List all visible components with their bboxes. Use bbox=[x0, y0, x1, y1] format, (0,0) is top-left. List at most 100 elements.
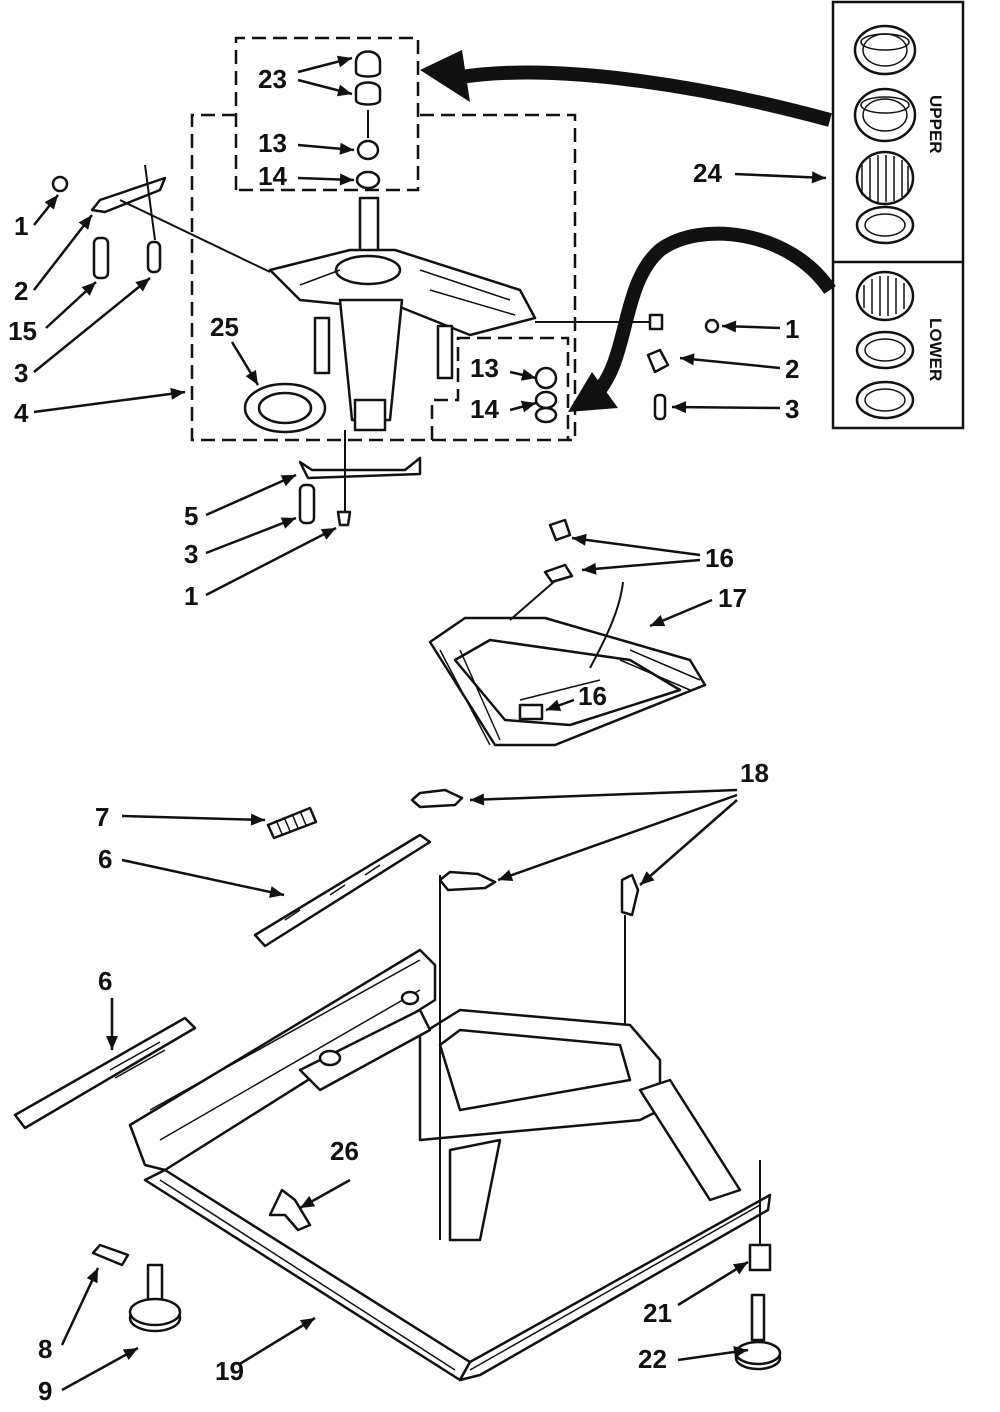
clips-18 bbox=[410, 788, 640, 917]
rail-6-lower bbox=[13, 1016, 197, 1130]
leader-arrowhead bbox=[732, 1262, 748, 1275]
lower-bearings bbox=[534, 366, 558, 424]
lower-kit-label: LOWER bbox=[926, 318, 945, 381]
callout-16-top: 16 bbox=[705, 543, 734, 573]
leader-arrowhead bbox=[135, 278, 150, 292]
callout-14-lower: 14 bbox=[470, 394, 499, 424]
leader-arrowhead bbox=[640, 871, 655, 885]
callout-3-right: 3 bbox=[785, 394, 799, 424]
callout-13-upper: 13 bbox=[258, 128, 287, 158]
leader-arrowhead bbox=[650, 615, 666, 627]
upper-bearing-inset bbox=[234, 36, 420, 192]
leader-arrowhead bbox=[280, 475, 296, 487]
callout-16-bottom: 16 bbox=[578, 681, 607, 711]
callout-15: 15 bbox=[8, 316, 37, 346]
leader-arrowhead bbox=[299, 1318, 315, 1331]
callout-25: 25 bbox=[210, 312, 239, 342]
upper-kit-rings bbox=[853, 24, 917, 245]
leader-arrowhead bbox=[81, 282, 96, 296]
base-frame-19 bbox=[128, 875, 772, 1382]
leader-line bbox=[581, 558, 701, 572]
callout-leaders bbox=[33, 55, 827, 1392]
leader-line bbox=[205, 473, 297, 517]
callout-24: 24 bbox=[693, 158, 722, 188]
leader-line bbox=[33, 214, 93, 291]
leader-arrowhead bbox=[582, 562, 597, 575]
leader-arrowhead bbox=[339, 173, 354, 186]
leader-arrowhead bbox=[300, 1195, 316, 1208]
callout-2-right: 2 bbox=[785, 354, 799, 384]
callout-9: 9 bbox=[38, 1376, 52, 1406]
callout-1-left: 1 bbox=[14, 211, 28, 241]
callout-14-upper: 14 bbox=[258, 161, 287, 191]
leader-arrowhead bbox=[336, 84, 352, 97]
leveling-leg-right bbox=[734, 1160, 782, 1371]
mounting-bracket-17 bbox=[428, 518, 707, 747]
leader-line bbox=[205, 516, 297, 555]
clip-26 bbox=[268, 1188, 312, 1232]
leader-arrowhead bbox=[680, 353, 695, 366]
leader-line bbox=[679, 356, 781, 370]
callout-6-upper: 6 bbox=[98, 844, 112, 874]
callout-1-bottom: 1 bbox=[184, 581, 198, 611]
gearcase-inset bbox=[190, 113, 577, 442]
leader-arrowhead bbox=[811, 171, 826, 184]
leader-line bbox=[734, 172, 827, 180]
bottom-bracket-hardware bbox=[298, 430, 422, 527]
callout-13-lower: 13 bbox=[470, 353, 499, 383]
leader-arrowhead bbox=[106, 1036, 118, 1050]
leader-line bbox=[571, 536, 701, 557]
left-suspension-hardware bbox=[51, 164, 271, 280]
leader-arrowhead bbox=[521, 369, 536, 381]
leader-line bbox=[671, 405, 781, 410]
callout-3-bottom: 3 bbox=[184, 539, 198, 569]
spring-7 bbox=[266, 806, 318, 840]
leader-arrowhead bbox=[86, 1268, 98, 1284]
leader-line bbox=[497, 793, 738, 882]
callout-22: 22 bbox=[638, 1344, 667, 1374]
leader-arrowhead bbox=[733, 1346, 748, 1358]
leader-arrowhead bbox=[245, 369, 258, 385]
upper-kit-label: UPPER bbox=[926, 95, 945, 154]
leader-arrowhead bbox=[520, 400, 536, 413]
leader-line bbox=[121, 858, 285, 897]
callout-4: 4 bbox=[14, 398, 29, 428]
callout-6-lower: 6 bbox=[98, 966, 112, 996]
leader-arrowhead bbox=[498, 869, 514, 881]
callout-19: 19 bbox=[215, 1356, 244, 1386]
callout-3-left: 3 bbox=[14, 358, 28, 388]
leader-arrowhead bbox=[122, 1348, 138, 1361]
callout-labels: 1 2 15 3 4 25 23 13 14 13 14 1 2 3 24 5 … bbox=[8, 64, 799, 1406]
leader-line bbox=[33, 277, 151, 373]
leader-line bbox=[237, 1316, 316, 1367]
leader-arrowhead bbox=[250, 813, 265, 826]
leader-arrowhead bbox=[44, 195, 58, 210]
leader-arrowhead bbox=[722, 320, 737, 333]
leader-arrowhead bbox=[672, 401, 687, 414]
callout-21: 21 bbox=[643, 1298, 672, 1328]
leveling-leg-left bbox=[91, 1243, 182, 1333]
leader-line bbox=[205, 526, 337, 597]
leader-line bbox=[121, 814, 266, 822]
callout-18: 18 bbox=[740, 758, 769, 788]
leader-arrowhead bbox=[572, 533, 587, 546]
leader-arrowhead bbox=[320, 528, 336, 540]
upper-bearings bbox=[354, 50, 382, 190]
leader-arrowhead bbox=[470, 793, 485, 806]
leader-line bbox=[469, 788, 738, 802]
leader-arrowhead bbox=[269, 886, 284, 898]
gearcase-assembly bbox=[243, 196, 537, 434]
rail-6-upper bbox=[253, 833, 432, 948]
lower-kit-rings bbox=[855, 270, 915, 420]
callout-8: 8 bbox=[38, 1334, 52, 1364]
callout-5: 5 bbox=[184, 501, 198, 531]
callout-17: 17 bbox=[718, 583, 747, 613]
kit-callout-arrows bbox=[420, 50, 836, 412]
leader-arrowhead bbox=[280, 517, 296, 529]
leader-line bbox=[33, 390, 186, 414]
leader-arrowhead bbox=[170, 387, 185, 400]
callout-1-right: 1 bbox=[785, 314, 799, 344]
callout-26: 26 bbox=[330, 1136, 359, 1166]
leader-line bbox=[639, 799, 738, 886]
